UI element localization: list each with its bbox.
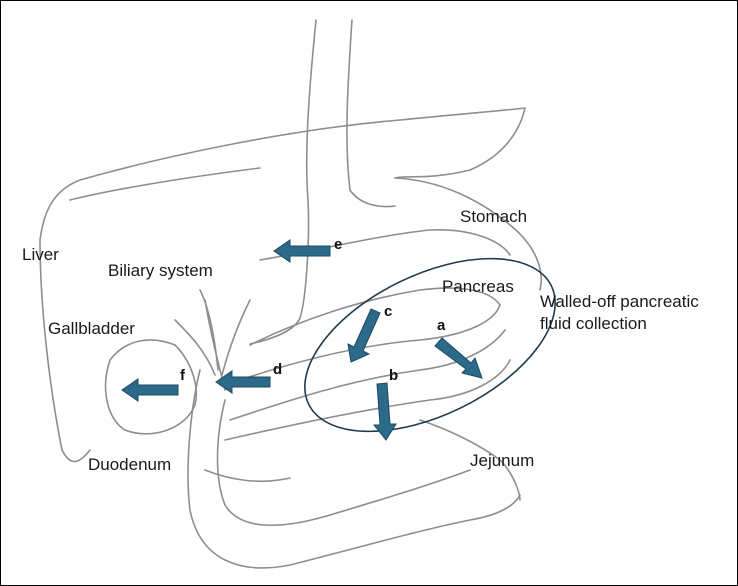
- label-jejunum: Jejunum: [470, 451, 535, 470]
- esophagus-left-wall: [249, 19, 317, 345]
- arrow-e: [273, 239, 331, 263]
- arrow-label-f: f: [180, 367, 185, 384]
- biliary-branch-3: [221, 299, 251, 376]
- duodenum-outer: [187, 369, 521, 569]
- label-biliary-system: Biliary system: [108, 261, 213, 280]
- arrow-label-d: d: [273, 361, 283, 378]
- liver-edge: [39, 107, 526, 241]
- biliary-branch-2: [174, 319, 216, 376]
- label-duodenum: Duodenum: [88, 455, 172, 474]
- gallbladder-outline: [104, 339, 198, 435]
- arrow-b: [372, 382, 397, 441]
- biliary-branch-4: [204, 299, 226, 391]
- arrow-a: [434, 337, 483, 379]
- liver-left-edge: [39, 239, 91, 463]
- pancreas-line-3: [229, 329, 506, 421]
- label-gallbladder: Gallbladder: [48, 319, 135, 338]
- walled-off-collection-outline: [304, 257, 556, 433]
- label-walled-off-line2: fluid collection: [540, 314, 647, 333]
- stomach-outline: [394, 177, 542, 291]
- pancreas-line-2: [239, 304, 501, 381]
- label-stomach: Stomach: [460, 207, 528, 226]
- arrow-d: [215, 370, 271, 394]
- label-walled-off-line1: Walled-off pancreatic: [540, 292, 699, 311]
- arrow-label-c: c: [384, 303, 393, 320]
- label-liver: Liver: [22, 245, 59, 264]
- label-walled-off-collection: Walled-off pancreatic fluid collection: [540, 291, 738, 335]
- pancreas-line-4: [224, 359, 511, 441]
- arrow-f: [121, 378, 179, 402]
- duodenum-fold: [204, 469, 291, 483]
- arrow-label-a: a: [437, 317, 446, 334]
- biliary-branch-1: [199, 289, 219, 371]
- arrow-label-e: e: [334, 236, 343, 253]
- esophagus-right-wall: [346, 19, 396, 208]
- label-pancreas: Pancreas: [442, 277, 514, 296]
- jejunum-outline: [419, 419, 521, 501]
- duodenum-inner: [216, 399, 471, 527]
- arrow-label-b: b: [389, 367, 399, 384]
- arrow-c: [347, 308, 381, 363]
- pancreas-line-1: [249, 287, 501, 346]
- liver-inner-line: [69, 167, 261, 201]
